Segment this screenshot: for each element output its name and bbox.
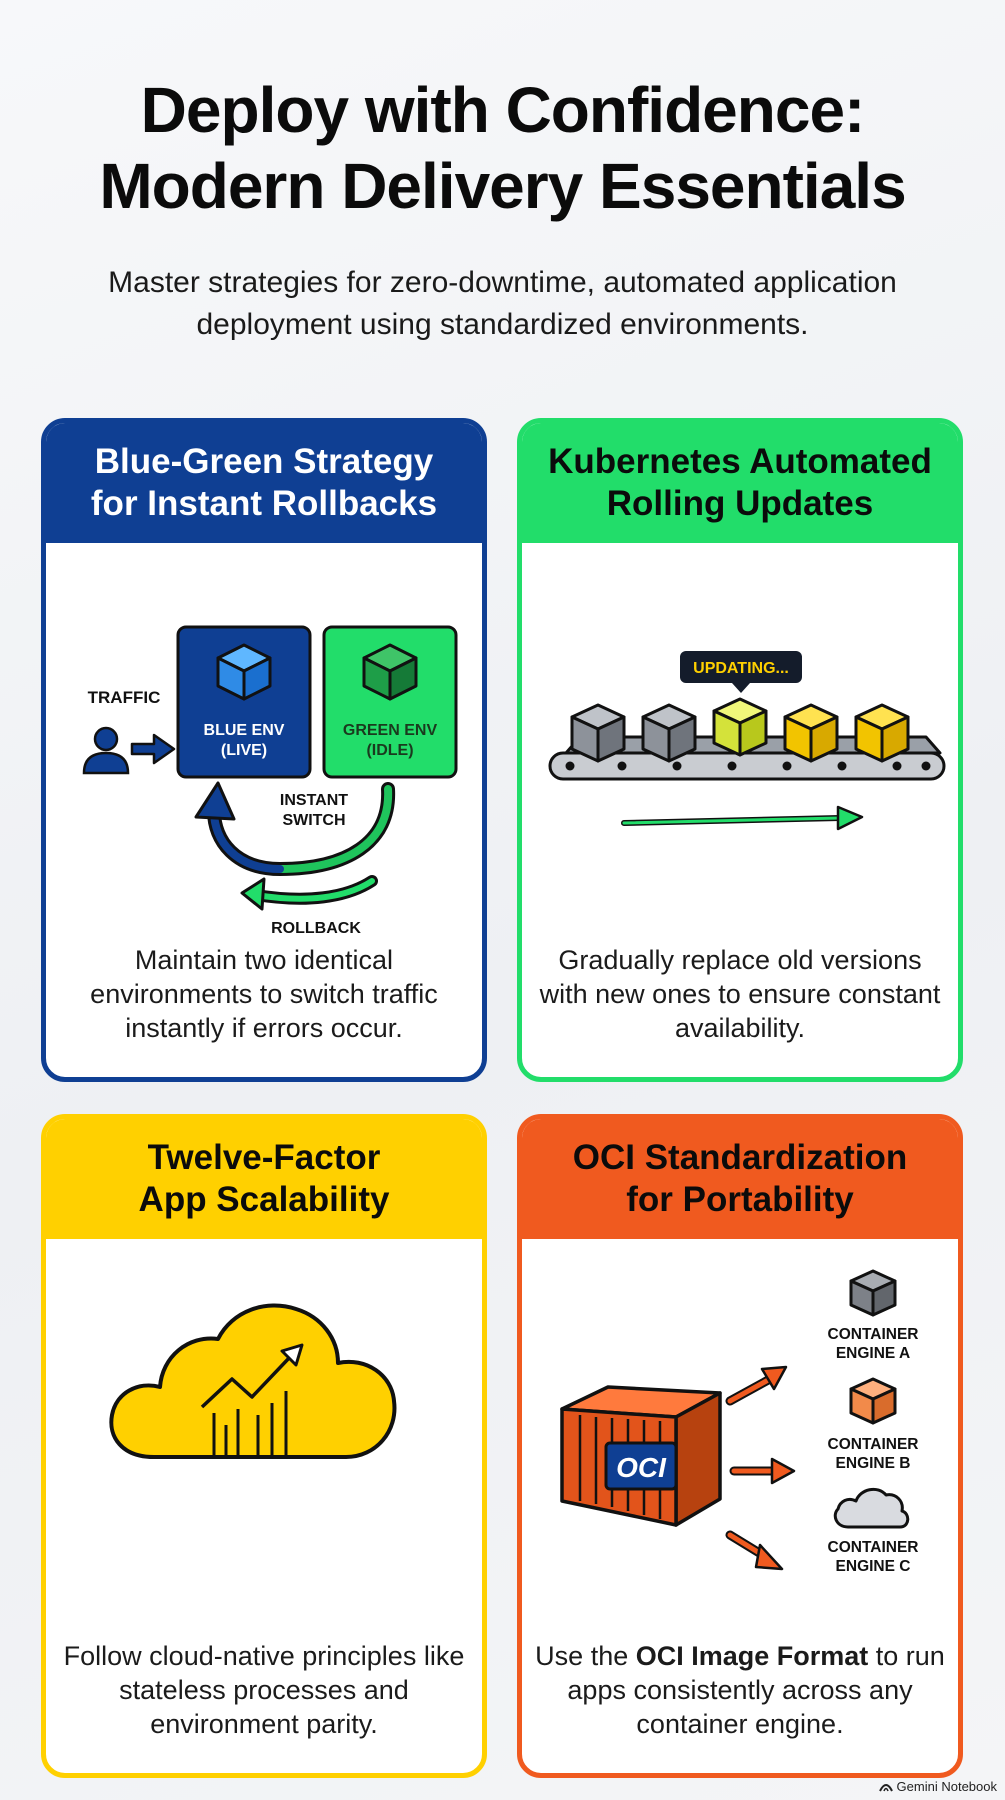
cube-icon: [641, 703, 697, 763]
rollback-arrow: [240, 875, 378, 911]
blue-env-state: (LIVE): [221, 742, 267, 759]
green-env-box: GREEN ENV (IDLE): [322, 625, 458, 779]
cube-icon: [712, 697, 768, 757]
cube-icon: [849, 1269, 897, 1317]
arrow-right-icon: [621, 805, 864, 831]
card-description: Gradually replace old versions with new …: [539, 945, 941, 1043]
engine-b-label-line-1: CONTAINER: [828, 1436, 919, 1453]
traffic-label: TRAFFIC: [88, 688, 161, 707]
card-body: UPDATING...: [522, 543, 958, 1077]
twelve-factor-illustration: [109, 1303, 397, 1459]
engine-a-label-line-2: ENGINE A: [836, 1345, 910, 1362]
blue-env-box: BLUE ENV (LIVE): [176, 625, 312, 779]
page-title-line-2: Modern Delivery Essentials: [99, 150, 906, 222]
card-title-line-2: Rolling Updates: [606, 484, 874, 523]
cube-icon: [783, 703, 839, 763]
watermark: Gemini Notebook: [878, 1779, 997, 1794]
cube-icon: [570, 703, 626, 763]
card-title-line-2: for Portability: [626, 1180, 854, 1219]
card-description-pre: Use the: [535, 1641, 636, 1671]
user-icon: [82, 726, 130, 775]
instant-label: INSTANT: [280, 792, 348, 809]
instant-switch-arrow: [194, 781, 396, 877]
blue-env-label: BLUE ENV: [204, 722, 285, 739]
card-oci-standardization: OCI Standardization for Portability OCI: [517, 1114, 963, 1778]
oci-portability-diagram: OCI CONTAINER ENG: [560, 1269, 919, 1575]
cube-icon: [854, 703, 910, 763]
card-title-line-1: Kubernetes Automated: [548, 442, 932, 481]
card-description: Use the OCI Image Format to run apps con…: [532, 1639, 948, 1741]
engine-b-label-line-2: ENGINE B: [836, 1455, 911, 1472]
card-title-line-2: App Scalability: [138, 1180, 390, 1219]
card-description: Maintain two identical environments to s…: [90, 945, 438, 1043]
card-header: Twelve-Factor App Scalability: [46, 1119, 482, 1239]
oci-label: OCI: [616, 1452, 667, 1483]
arrow-icon: [729, 1457, 796, 1485]
gemini-logo-icon: [878, 1783, 893, 1791]
cloud-icon: [833, 1487, 910, 1529]
card-blue-green: Blue-Green Strategy for Instant Rollback…: [41, 418, 487, 1082]
card-body: Follow cloud-native principles like stat…: [46, 1239, 482, 1773]
cube-icon: [362, 643, 418, 701]
card-title-line-1: Twelve-Factor: [147, 1138, 381, 1177]
card-twelve-factor: Twelve-Factor App Scalability Follow clo…: [41, 1114, 487, 1778]
arrow-icon: [725, 1530, 784, 1571]
watermark-text: Gemini Notebook: [896, 1779, 997, 1794]
updating-label: UPDATING...: [693, 660, 789, 677]
page-subtitle: Master strategies for zero-downtime, aut…: [108, 266, 897, 341]
card-title-line-1: OCI Standardization: [572, 1138, 908, 1177]
page-title-line-1: Deploy with Confidence:: [140, 74, 866, 146]
card-title-line-1: Blue-Green Strategy: [94, 442, 434, 481]
card-description: Follow cloud-native principles like stat…: [63, 1641, 465, 1739]
card-header: Kubernetes Automated Rolling Updates: [522, 423, 958, 543]
green-env-label: GREEN ENV: [343, 722, 438, 739]
rolling-update-diagram: UPDATING...: [548, 651, 946, 831]
arrow-right-icon: [130, 733, 176, 765]
cube-icon: [216, 643, 272, 701]
arrow-icon: [725, 1365, 788, 1406]
blue-green-diagram: TRAFFIC BLUE ENV (LIVE): [82, 625, 458, 933]
green-env-state: (IDLE): [366, 742, 413, 759]
cube-icon: [849, 1377, 897, 1425]
card-header: Blue-Green Strategy for Instant Rollback…: [46, 423, 482, 543]
card-kubernetes-rolling: Kubernetes Automated Rolling Updates UPD…: [517, 418, 963, 1082]
card-description-post: to run apps consistently across any cont…: [567, 1641, 945, 1739]
shipping-container-icon: OCI: [560, 1385, 722, 1527]
page-title: Deploy with Confidence: Modern Delivery …: [0, 72, 1005, 224]
card-title-line-2: for Instant Rollbacks: [90, 484, 438, 523]
switch-label: SWITCH: [282, 812, 345, 829]
engine-a-label-line-1: CONTAINER: [828, 1326, 919, 1343]
updating-badge: UPDATING...: [680, 651, 802, 693]
cloud-growth-icon: [109, 1303, 397, 1459]
card-body: TRAFFIC BLUE ENV (LIVE): [46, 543, 482, 1077]
engine-c-label-line-1: CONTAINER: [828, 1539, 919, 1556]
engine-c-label-line-2: ENGINE C: [836, 1558, 911, 1575]
card-body: OCI CONTAINER ENG: [522, 1239, 958, 1773]
card-header: OCI Standardization for Portability: [522, 1119, 958, 1239]
rollback-label: ROLLBACK: [271, 920, 361, 933]
card-description-bold: OCI Image Format: [635, 1641, 869, 1671]
